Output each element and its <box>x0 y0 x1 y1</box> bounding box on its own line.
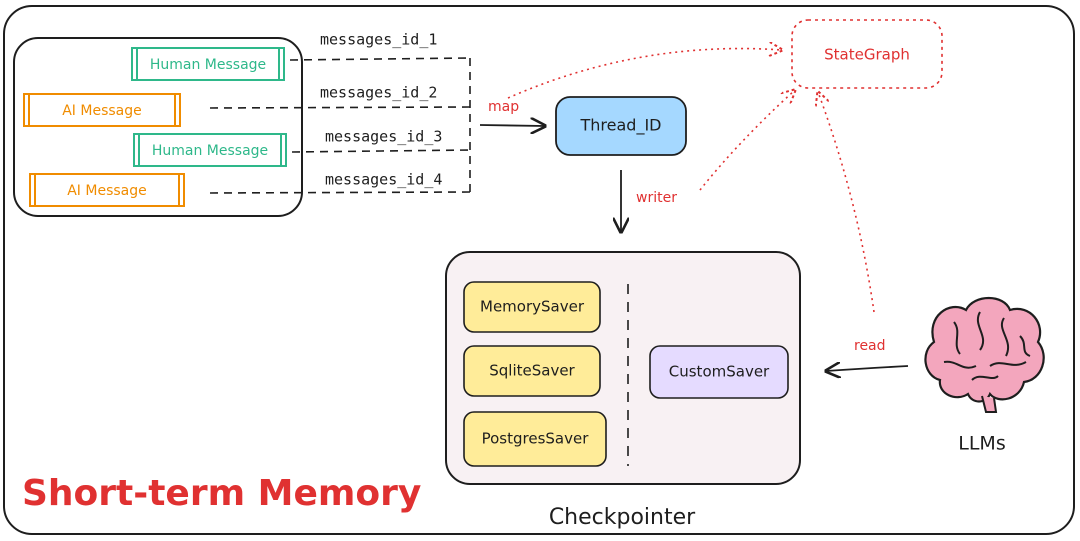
read-to-stategraph-edge <box>818 92 875 313</box>
saver-label: PostgresSaver <box>482 430 590 448</box>
custom-saver-label: CustomSaver <box>669 363 770 381</box>
message-id-label: messages_id_1 <box>320 31 437 49</box>
message-label: Human Message <box>150 57 266 73</box>
thread-id-label: Thread_ID <box>580 116 662 136</box>
message-id-connectors <box>209 57 471 194</box>
read-arrow <box>826 366 909 371</box>
connector-id-1 <box>289 57 471 61</box>
human-message-node: Human Message <box>131 47 285 81</box>
red-dotted-edges <box>507 49 875 313</box>
human-message-node: Human Message <box>133 133 287 167</box>
threadid-to-stategraph-edge <box>507 49 782 99</box>
message-label: Human Message <box>152 143 268 159</box>
diagram-title: Short-term Memory <box>22 473 421 514</box>
sqlite-saver-node: SqliteSaver <box>463 345 601 397</box>
ai-message-node: AI Message <box>23 93 181 127</box>
map-label: map <box>488 99 519 115</box>
map-arrow <box>479 125 545 126</box>
connector-id-4 <box>209 191 471 194</box>
checkpointer-container: MemorySaver SqliteSaver PostgresSaver Cu… <box>445 251 801 485</box>
connector-id-2 <box>209 106 471 109</box>
brain-icon <box>924 297 1045 413</box>
read-label: read <box>854 338 886 354</box>
outer-frame <box>3 5 1075 535</box>
message-id-label: messages_id_2 <box>320 84 437 102</box>
writer-to-stategraph-edge <box>699 90 795 191</box>
saver-label: SqliteSaver <box>489 362 575 380</box>
postgres-saver-node: PostgresSaver <box>463 411 607 467</box>
message-label: AI Message <box>62 103 142 119</box>
message-id-label: messages_id_4 <box>325 171 442 189</box>
thread-id-node: Thread_ID <box>555 96 687 156</box>
message-label: AI Message <box>67 183 147 199</box>
ai-message-node: AI Message <box>29 173 185 207</box>
llms-label: LLMs <box>958 433 1005 455</box>
saver-label: MemorySaver <box>480 298 585 316</box>
state-graph-node: StateGraph <box>791 19 943 89</box>
connector-id-3 <box>291 149 471 153</box>
message-id-label: messages_id_3 <box>325 128 442 146</box>
memory-saver-node: MemorySaver <box>463 281 601 333</box>
state-graph-label: StateGraph <box>824 46 910 64</box>
writer-label: writer <box>636 190 677 206</box>
message-list-group: Human Message AI Message Human Message A… <box>13 37 303 217</box>
custom-saver-node: CustomSaver <box>649 345 789 399</box>
checkpointer-title: Checkpointer <box>549 505 696 530</box>
